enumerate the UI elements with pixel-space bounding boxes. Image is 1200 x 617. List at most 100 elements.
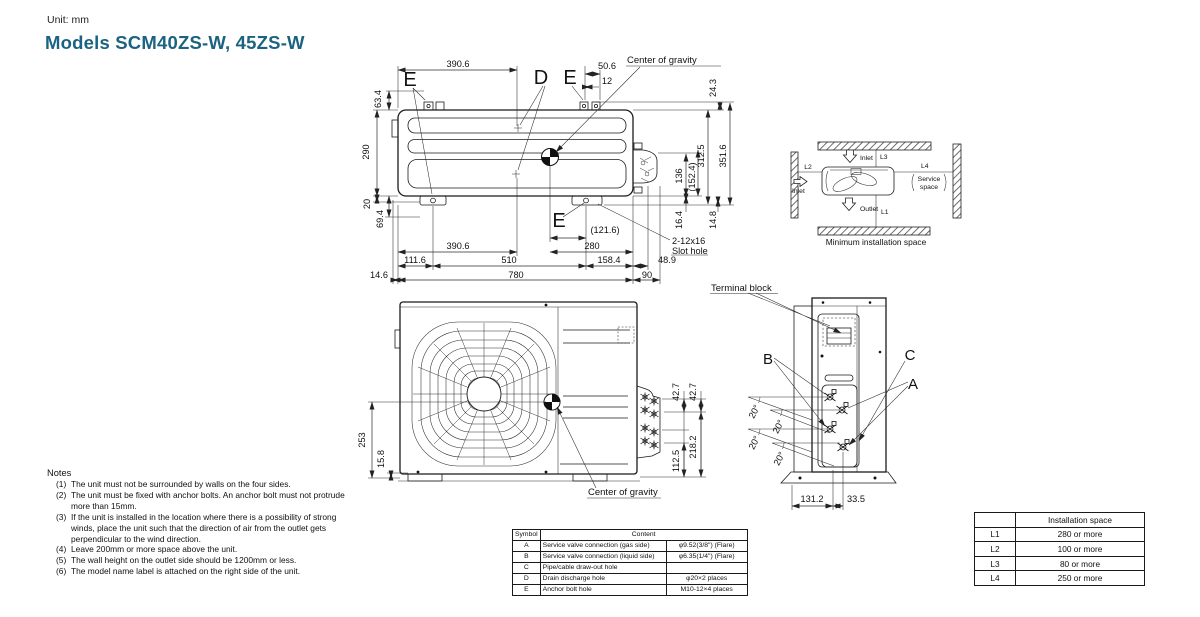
symbol-cell: A xyxy=(512,540,541,552)
center-of-gravity-symbol-front xyxy=(543,393,561,411)
page-title: Models SCM40ZS-W, 45ZS-W xyxy=(45,32,305,53)
inlet-arrow-left xyxy=(793,175,808,188)
empty-header-cell xyxy=(974,512,1016,528)
symbol-cell: B xyxy=(512,551,541,563)
content-col-header: Content xyxy=(539,529,748,541)
dim-69-4: 69.4 xyxy=(375,210,385,228)
dim-131-2: 131.2 xyxy=(801,494,824,504)
front-center-of-gravity-label: Center of gravity xyxy=(588,487,658,498)
space-row-l4: L4 250 or more xyxy=(974,570,1145,586)
dim-280: 280 xyxy=(584,241,599,251)
note-item-6: (6) The model name label is attached on … xyxy=(47,566,359,577)
fan-grille xyxy=(411,321,557,467)
dim-48-9: 48.9 xyxy=(658,255,676,265)
space-row-l3: L3 80 or more xyxy=(974,555,1145,572)
dim-42-7-a: 42.7 xyxy=(671,383,681,401)
note-text: Leave 200mm or more space above the unit… xyxy=(71,544,238,555)
space-value-cell: 280 or more xyxy=(1015,526,1145,543)
note-text: If the unit is installed in the location… xyxy=(71,511,337,544)
l2-label: L2 xyxy=(804,164,812,171)
inlet-arrow-top xyxy=(842,149,858,164)
note-text: The wall height on the outlet side shoul… xyxy=(71,555,297,566)
note-item-2: (2) The unit must be fixed with anchor b… xyxy=(47,490,359,512)
content-cell: Drain discharge hole xyxy=(539,573,667,585)
dim-780: 780 xyxy=(508,270,523,280)
dim-218-2: 218.2 xyxy=(688,436,698,459)
l3-label: L3 xyxy=(880,154,888,161)
valve-label-c: C xyxy=(905,347,916,364)
l4-label: L4 xyxy=(921,163,929,170)
dim-42-7-b: 42.7 xyxy=(688,383,698,401)
dim-121-6: (121.6) xyxy=(590,225,619,235)
side-view-text: Terminal block B C A 20° 20° 20° 20° 131… xyxy=(711,283,918,504)
space-label-cell: L2 xyxy=(974,541,1016,557)
note-item-4: (4) Leave 200mm or more space above the … xyxy=(47,544,359,555)
note-text: The unit must not be surrounded by walls… xyxy=(71,479,291,489)
symbol-row-b: B Service valve connection (liquid side)… xyxy=(512,551,748,563)
space-value-cell: 250 or more xyxy=(1015,570,1145,586)
dim-24-3: 24.3 xyxy=(708,79,718,97)
unit-top-symbol xyxy=(821,166,895,196)
space-label-cell: L1 xyxy=(974,526,1016,543)
slot-hole-label-1: 2-12x16 xyxy=(672,236,705,246)
space-table-header-row: Installation space xyxy=(974,512,1145,528)
dim-90: 90 xyxy=(642,270,652,280)
unit-label: Unit: mm xyxy=(47,14,89,26)
valve-detail-hatch xyxy=(639,156,655,183)
symbol-row-c: C Pipe/cable draw-out hole xyxy=(512,562,748,574)
angle-20-4: 20° xyxy=(772,450,788,467)
note-number: (4) xyxy=(56,544,67,555)
note-number: (3) xyxy=(56,511,67,522)
side-view-outline xyxy=(780,297,897,484)
symbol-cell: C xyxy=(512,562,541,574)
symbol-row-e: E Anchor bolt hole M10-12×4 places xyxy=(512,584,748,596)
valve-label-a: A xyxy=(908,376,918,393)
terminal-block-label: Terminal block xyxy=(711,283,772,294)
dim-351-6: 351.6 xyxy=(718,145,728,168)
service-space-label-2: space xyxy=(920,184,938,191)
dim-111-6: 111.6 xyxy=(404,255,426,265)
top-view-dimension-text: 390.6 50.6 12 Center of gravity 24.3 63.… xyxy=(361,55,728,280)
symbol-cell: D xyxy=(512,573,541,585)
symbol-row-a: A Service valve connection (gas side) φ9… xyxy=(512,540,748,552)
dim-14-8: 14.8 xyxy=(708,211,718,229)
content-cell: Pipe/cable draw-out hole xyxy=(539,562,667,574)
value-cell: φ6.35(1/4") (Flare) xyxy=(665,551,748,563)
dim-158-4: 158.4 xyxy=(598,255,621,265)
side-view-callouts xyxy=(710,292,909,467)
note-item-1: (1) The unit must not be surrounded by w… xyxy=(47,479,359,490)
dim-390-6-bottom: 390.6 xyxy=(447,241,470,251)
dim-290: 290 xyxy=(361,144,371,159)
value-cell xyxy=(665,562,748,574)
note-number: (6) xyxy=(56,566,67,577)
note-item-3: (3) If the unit is installed in the loca… xyxy=(47,512,359,545)
top-view-dimension-lines xyxy=(373,65,734,284)
dim-510: 510 xyxy=(501,255,516,265)
note-text: The model name label is attached on the … xyxy=(71,566,301,577)
content-cell: Service valve connection (liquid side) xyxy=(539,551,667,563)
dim-33-5: 33.5 xyxy=(847,494,865,504)
note-number: (1) xyxy=(56,479,67,489)
note-number: (2) xyxy=(56,489,67,500)
installation-space-caption: Minimum installation space xyxy=(826,237,927,247)
drain-label-d: D xyxy=(534,67,548,89)
symbol-table: Symbol Content A Service valve connectio… xyxy=(512,529,748,596)
value-cell: φ9.52(3/8") (Flare) xyxy=(665,540,748,552)
note-number: (5) xyxy=(56,555,67,566)
space-value-cell: 80 or more xyxy=(1015,555,1145,572)
space-col-header: Installation space xyxy=(1015,512,1145,528)
content-cell: Anchor bolt hole xyxy=(539,584,667,596)
content-cell: Service valve connection (gas side) xyxy=(539,540,667,552)
symbol-cell: E xyxy=(512,584,541,596)
front-view-outline xyxy=(394,301,661,482)
space-value-cell: 100 or more xyxy=(1015,541,1145,557)
dim-112-5: 112.5 xyxy=(671,450,681,472)
l1-label: L1 xyxy=(881,209,889,216)
dim-312-5: 312.5 xyxy=(696,145,706,168)
slot-hole-label-2: Slot hole xyxy=(672,246,708,256)
dim-14-6: 14.6 xyxy=(370,270,388,280)
inlet-left-label: Inlet xyxy=(792,188,805,195)
angle-20-2: 20° xyxy=(771,418,787,435)
